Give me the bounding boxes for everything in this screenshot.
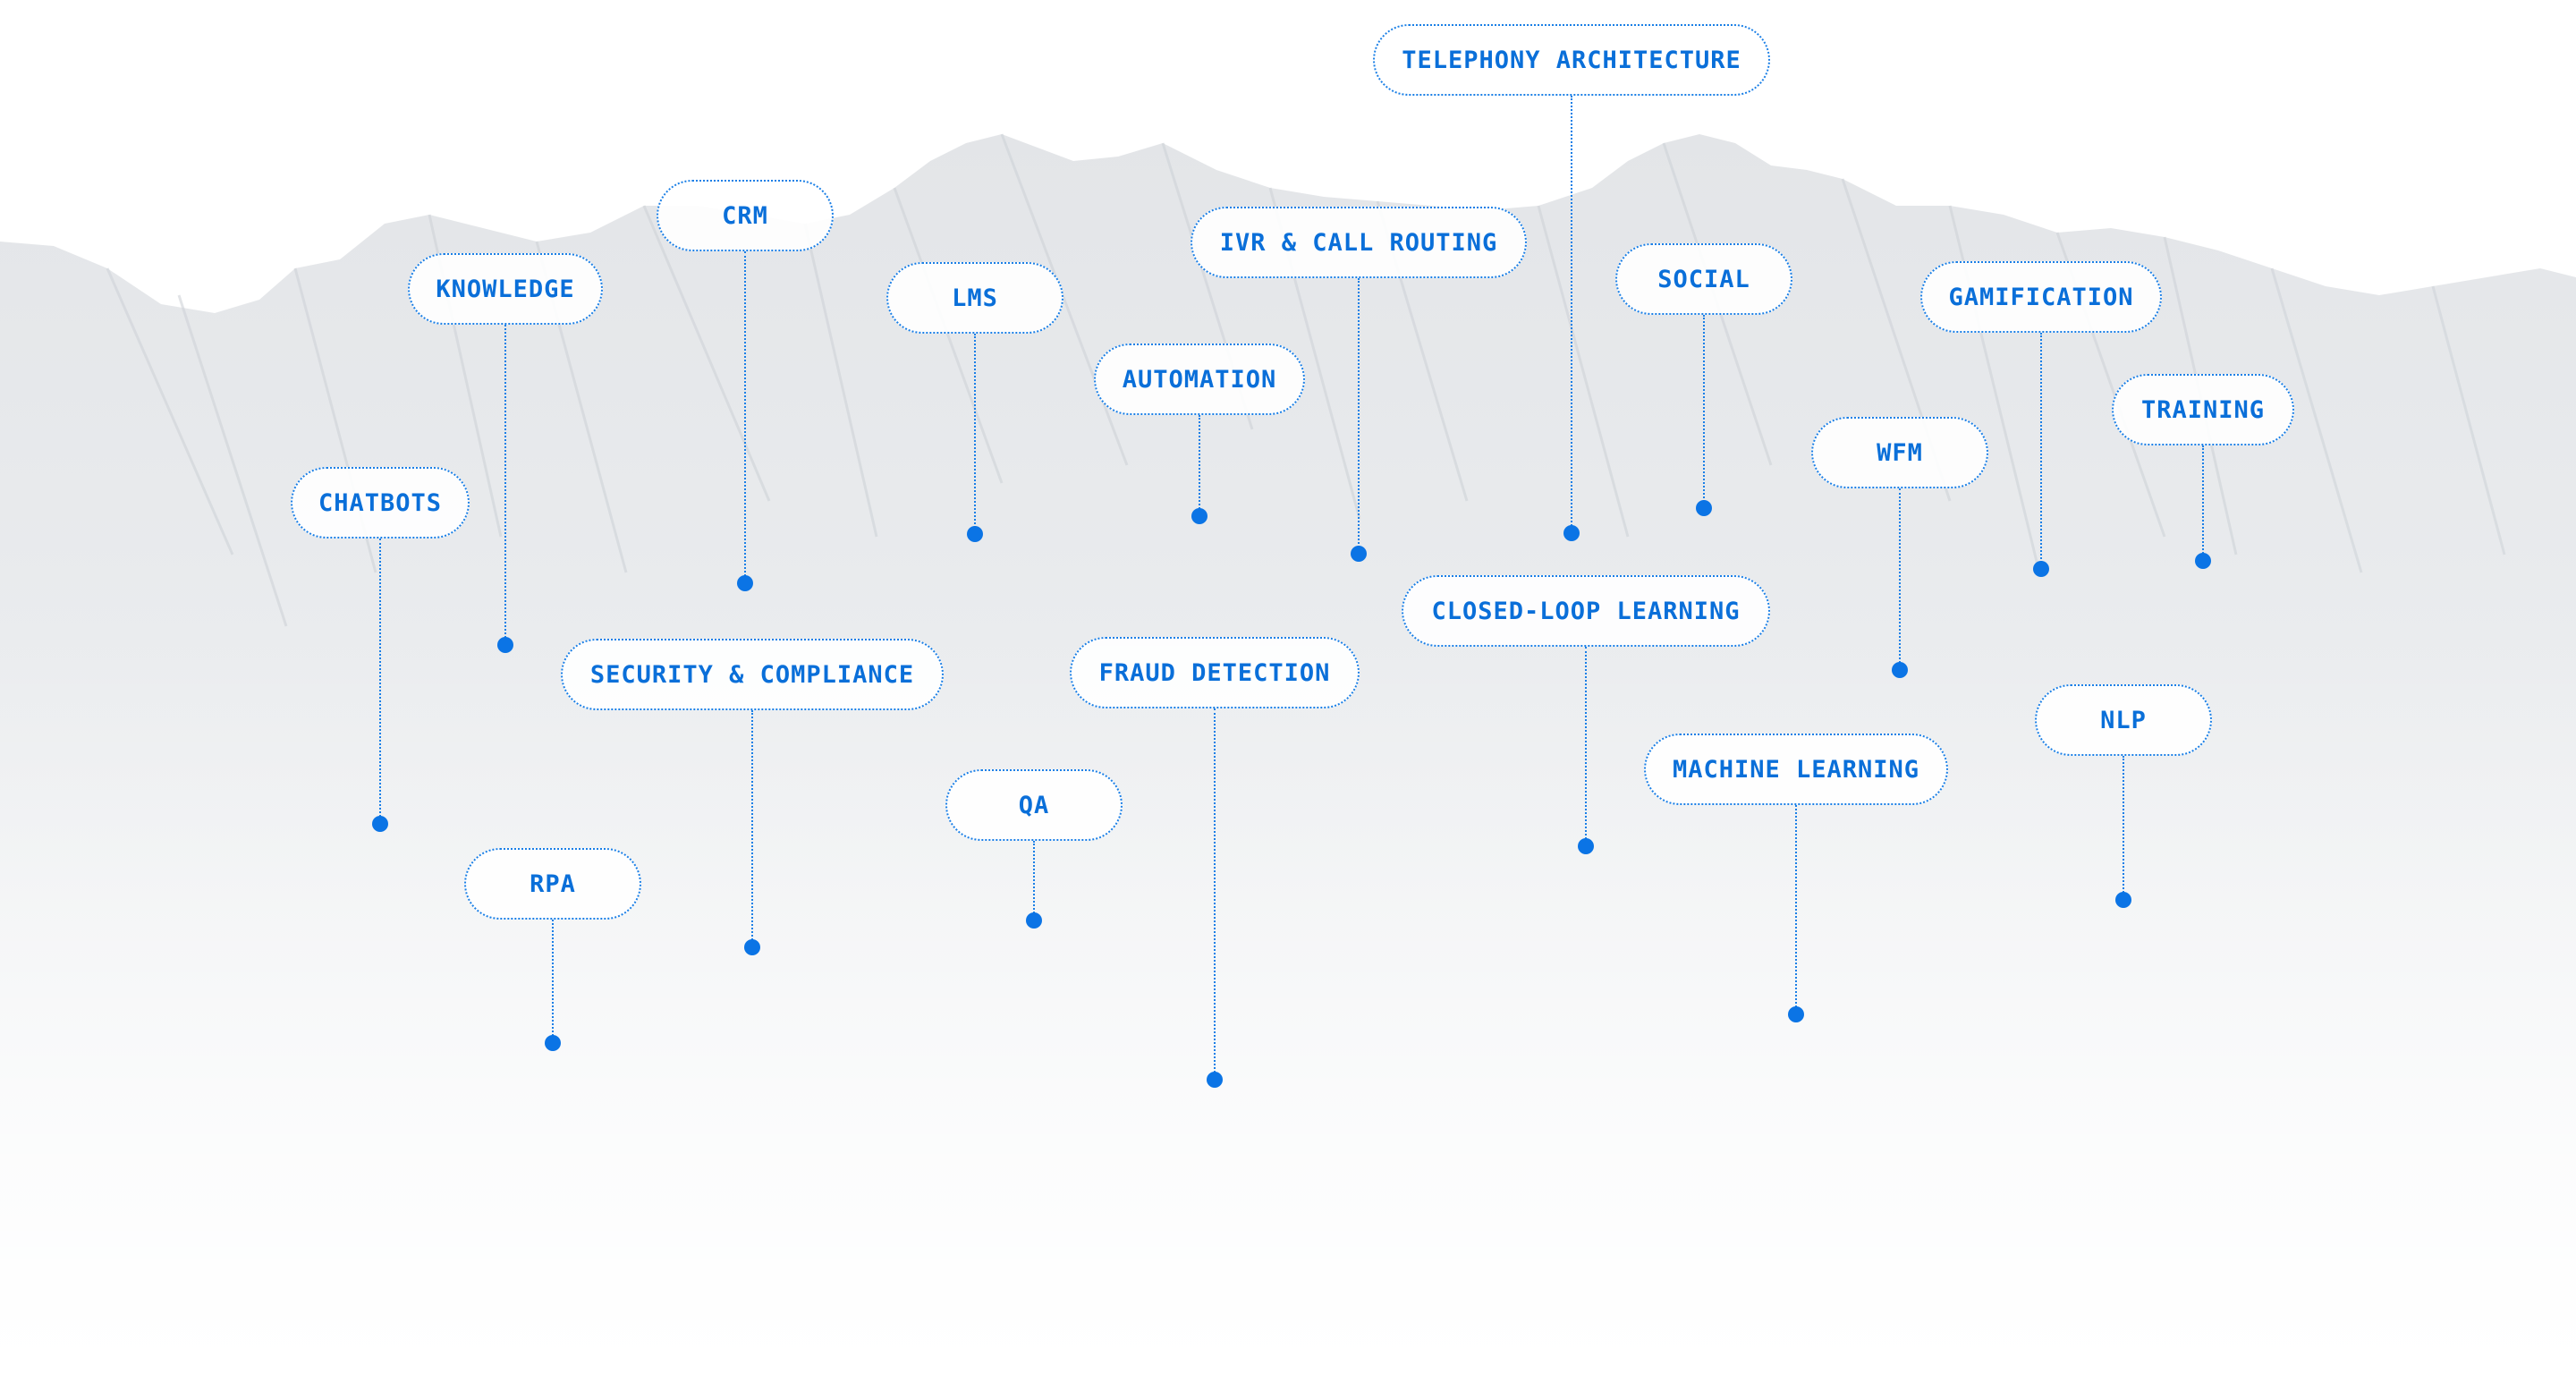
connector-line-automation bbox=[1199, 415, 1200, 516]
tag-knowledge[interactable]: KNOWLEDGE bbox=[408, 253, 603, 325]
tag-telephony-architecture[interactable]: TELEPHONY ARCHITECTURE bbox=[1373, 24, 1770, 96]
pin-dot-gamification bbox=[2033, 561, 2049, 577]
connector-line-ivr-call-routing bbox=[1358, 278, 1360, 554]
connector-line-training bbox=[2202, 445, 2204, 561]
tag-lms[interactable]: LMS bbox=[886, 262, 1063, 334]
connector-line-security-compliance bbox=[751, 710, 753, 947]
pin-dot-automation bbox=[1191, 508, 1208, 524]
tag-wfm[interactable]: WFM bbox=[1811, 417, 1988, 488]
tag-crm[interactable]: CRM bbox=[657, 180, 834, 251]
connector-line-fraud-detection bbox=[1214, 708, 1216, 1080]
tag-security-compliance[interactable]: SECURITY & COMPLIANCE bbox=[561, 639, 944, 710]
mountain-shading bbox=[106, 133, 2506, 627]
tag-gamification[interactable]: GAMIFICATION bbox=[1920, 261, 2162, 333]
tag-closed-loop-learning[interactable]: CLOSED-LOOP LEARNING bbox=[1402, 575, 1770, 647]
pin-dot-nlp bbox=[2115, 892, 2131, 908]
pin-dot-knowledge bbox=[497, 637, 513, 653]
connector-line-rpa bbox=[552, 920, 554, 1043]
pin-dot-qa bbox=[1026, 912, 1042, 929]
pin-dot-social bbox=[1696, 500, 1712, 516]
pin-dot-closed-loop-learning bbox=[1578, 838, 1594, 854]
connector-line-knowledge bbox=[504, 325, 506, 645]
tag-fraud-detection[interactable]: FRAUD DETECTION bbox=[1070, 637, 1360, 708]
pin-dot-wfm bbox=[1892, 662, 1908, 678]
connector-line-chatbots bbox=[379, 539, 381, 824]
connector-line-social bbox=[1703, 315, 1705, 508]
pin-dot-chatbots bbox=[372, 816, 388, 832]
pin-dot-machine-learning bbox=[1788, 1006, 1804, 1022]
pin-dot-rpa bbox=[545, 1035, 561, 1051]
pin-dot-training bbox=[2195, 553, 2211, 569]
connector-line-qa bbox=[1033, 841, 1035, 920]
connector-line-machine-learning bbox=[1795, 805, 1797, 1014]
connector-line-telephony-architecture bbox=[1571, 96, 1572, 533]
connector-line-gamification bbox=[2040, 333, 2042, 569]
tag-chatbots[interactable]: CHATBOTS bbox=[291, 467, 470, 539]
tag-training[interactable]: TRAINING bbox=[2112, 374, 2294, 445]
connector-line-wfm bbox=[1899, 488, 1901, 670]
tag-qa[interactable]: QA bbox=[945, 769, 1123, 841]
connector-line-nlp bbox=[2123, 756, 2124, 900]
pin-dot-security-compliance bbox=[744, 939, 760, 955]
tag-ivr-call-routing[interactable]: IVR & CALL ROUTING bbox=[1191, 207, 1527, 278]
pin-dot-lms bbox=[967, 526, 983, 542]
tag-machine-learning[interactable]: MACHINE LEARNING bbox=[1644, 734, 1948, 805]
tag-nlp[interactable]: NLP bbox=[2035, 684, 2212, 756]
pin-dot-fraud-detection bbox=[1207, 1072, 1223, 1088]
pin-dot-ivr-call-routing bbox=[1351, 546, 1367, 562]
pin-dot-telephony-architecture bbox=[1563, 525, 1580, 541]
tag-social[interactable]: SOCIAL bbox=[1615, 243, 1792, 315]
connector-line-lms bbox=[974, 334, 976, 534]
tag-automation[interactable]: AUTOMATION bbox=[1094, 344, 1305, 415]
connector-line-crm bbox=[744, 251, 746, 583]
connector-line-closed-loop-learning bbox=[1585, 647, 1587, 846]
tag-rpa[interactable]: RPA bbox=[464, 848, 641, 920]
pin-dot-crm bbox=[737, 575, 753, 591]
